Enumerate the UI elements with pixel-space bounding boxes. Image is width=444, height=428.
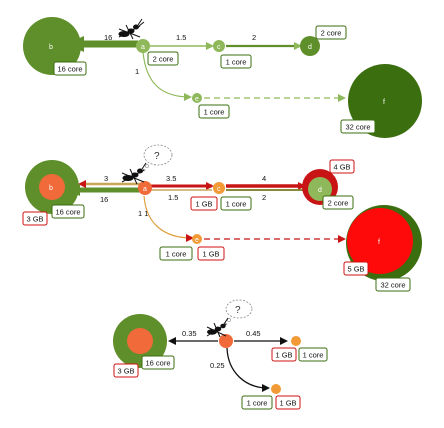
node-b[interactable]: [23, 17, 81, 75]
badge-b-mem: 3 GB: [113, 363, 139, 378]
svg-text:1 GB: 1 GB: [275, 351, 292, 360]
edge-label-cd: 2: [252, 33, 256, 42]
svg-text:?: ?: [235, 305, 241, 316]
node-c[interactable]: [291, 336, 301, 346]
edge-a-e: [226, 347, 270, 392]
badge-c-mem: 1 GB: [271, 347, 297, 362]
badge-e-core: 1 core: [198, 104, 230, 119]
badge-a-core: 2 core: [147, 51, 179, 66]
edge-label-ac-top: 3.5: [166, 174, 176, 183]
node-a[interactable]: [219, 334, 233, 348]
node-d-inner: [308, 177, 332, 201]
svg-text:2 core: 2 core: [321, 29, 342, 38]
node-d[interactable]: [300, 36, 320, 56]
svg-text:16 core: 16 core: [57, 65, 82, 74]
node-a[interactable]: [136, 39, 150, 53]
badge-c-core: 1 core: [220, 54, 252, 69]
badge-e-core: 1 core: [159, 246, 193, 261]
badge-b-mem: 3 GB: [22, 211, 48, 226]
edge-label-ab: 16: [104, 33, 112, 42]
node-e[interactable]: [271, 384, 281, 394]
edge-label-ab-bottom: 16: [100, 195, 108, 204]
node-b-label: b: [49, 185, 53, 192]
svg-text:1 core: 1 core: [204, 108, 225, 117]
badge-d-mem: 4 GB: [329, 159, 355, 174]
svg-text:2 core: 2 core: [328, 199, 349, 208]
node-f-label: f: [383, 99, 385, 106]
badge-c-mem: 1 GB: [190, 196, 218, 211]
badge-c-core: 1 core: [298, 347, 328, 362]
badge-b-core: 16 core: [51, 204, 85, 219]
edge-label-ae: 1: [135, 67, 139, 76]
badge-f-core: 32 core: [340, 119, 376, 134]
badge-c-core: 1 core: [220, 196, 252, 211]
node-a-label: a: [141, 44, 145, 51]
svg-text:1 core: 1 core: [303, 351, 324, 360]
node-e-label: e: [195, 96, 199, 103]
thought-bubble: ?: [224, 299, 253, 326]
edge-label-ae: 0.25: [210, 361, 225, 370]
svg-text:16 core: 16 core: [55, 208, 80, 217]
node-c[interactable]: [213, 182, 225, 194]
edge-label-ac: 0.45: [246, 329, 261, 338]
svg-text:3 GB: 3 GB: [26, 215, 43, 224]
badge-e-mem: 1 GB: [275, 395, 301, 410]
node-f-inner: [347, 208, 413, 274]
svg-text:1 core: 1 core: [247, 399, 268, 408]
panel-2: b a c d e f 3 16 3.5 1.5 4 2 1 1 ?: [22, 144, 422, 292]
edge-label-ab-top: 3: [104, 174, 108, 183]
badge-b-core: 16 core: [53, 61, 87, 76]
panel-3: 0.35 0.45 0.25 ? 3 GB 16 core: [113, 299, 328, 410]
node-b-inner: [39, 174, 65, 200]
node-c-label: c: [217, 44, 221, 51]
edge-label-cd-bottom: 2: [262, 193, 266, 202]
ant-icon: [121, 162, 147, 185]
badge-f-core: 32 core: [375, 277, 411, 292]
node-e[interactable]: [192, 93, 202, 103]
edge-a-e: [143, 195, 194, 242]
badge-e-core: 1 core: [241, 395, 273, 410]
node-a-label: a: [143, 186, 147, 193]
badge-f-mem: 5 GB: [343, 261, 369, 276]
badge-e-mem: 1 GB: [197, 246, 225, 261]
node-c[interactable]: [213, 40, 225, 52]
node-d-label: d: [308, 44, 312, 51]
svg-text:1 core: 1 core: [226, 200, 247, 209]
edge-label-cd-top: 4: [262, 174, 266, 183]
ant-icon: [206, 317, 229, 338]
edge-label-ab: 0.35: [182, 329, 197, 338]
panel-1: b a c d e f 16 1.5 2 1 16 core 2 core 1 …: [23, 17, 422, 138]
edge-label-ac: 1.5: [176, 33, 186, 42]
svg-text:32 core: 32 core: [380, 281, 405, 290]
edge-label-ae: 1 1: [138, 209, 148, 218]
badge-d-core: 2 core: [322, 195, 354, 210]
svg-text:1 core: 1 core: [166, 250, 187, 259]
svg-text:1 GB: 1 GB: [202, 250, 219, 259]
node-f-label: f: [378, 239, 380, 246]
svg-text:1 GB: 1 GB: [195, 200, 212, 209]
svg-text:4 GB: 4 GB: [333, 163, 350, 172]
svg-text:5 GB: 5 GB: [347, 265, 364, 274]
svg-text:2 core: 2 core: [153, 55, 174, 64]
badge-d-core: 2 core: [315, 25, 347, 40]
badge-b-core: 16 core: [141, 355, 175, 370]
svg-text:?: ?: [154, 151, 160, 162]
node-a[interactable]: [138, 181, 152, 195]
svg-text:32 core: 32 core: [345, 123, 370, 132]
ant-icon: [118, 18, 145, 40]
node-e[interactable]: [192, 234, 202, 244]
node-c-label: c: [217, 186, 221, 193]
svg-text:1 core: 1 core: [226, 58, 247, 67]
svg-text:3 GB: 3 GB: [117, 367, 134, 376]
node-e-label: e: [195, 237, 199, 244]
edge-label-ac-bottom: 1.5: [168, 193, 178, 202]
thought-bubble: ?: [142, 144, 173, 172]
node-b-inner: [127, 328, 153, 354]
node-b-label: b: [49, 44, 53, 51]
node-d-label: d: [318, 187, 322, 194]
svg-text:1 GB: 1 GB: [279, 399, 296, 408]
edge-a-e: [142, 51, 192, 101]
svg-text:16 core: 16 core: [145, 359, 170, 368]
